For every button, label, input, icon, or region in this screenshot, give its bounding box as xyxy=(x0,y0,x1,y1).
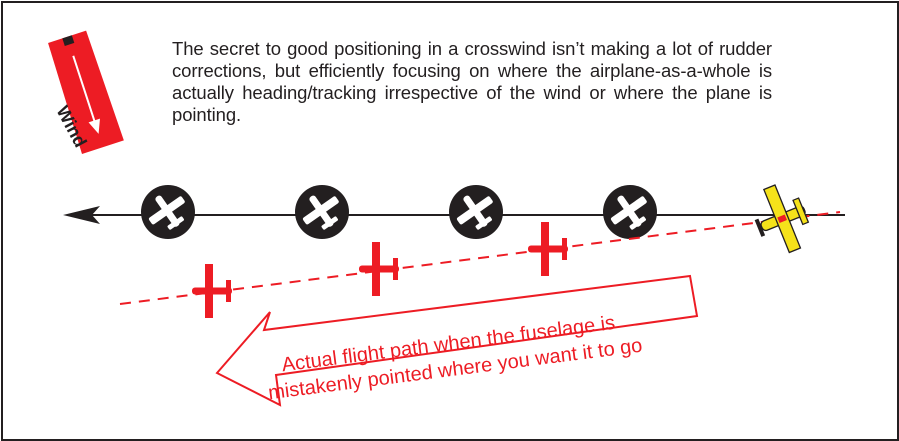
aircraft-badge-2 xyxy=(294,184,349,239)
drifting-plane-2 xyxy=(359,242,399,296)
flight-path-arrow xyxy=(215,274,699,407)
wind-indicator: Wind xyxy=(48,30,124,154)
intended-path-arrowhead xyxy=(63,206,100,224)
actual-flight-path-line xyxy=(119,211,841,305)
drifting-plane-3 xyxy=(528,222,568,276)
aircraft-badge-4 xyxy=(602,184,657,239)
yellow-airplane xyxy=(754,184,810,254)
wind-flag xyxy=(48,30,124,154)
aircraft-badge-1 xyxy=(140,184,195,239)
aircraft-badge-3 xyxy=(448,184,503,239)
intro-paragraph: The secret to good positioning in a cros… xyxy=(172,38,772,125)
drifting-plane-1 xyxy=(192,264,232,318)
